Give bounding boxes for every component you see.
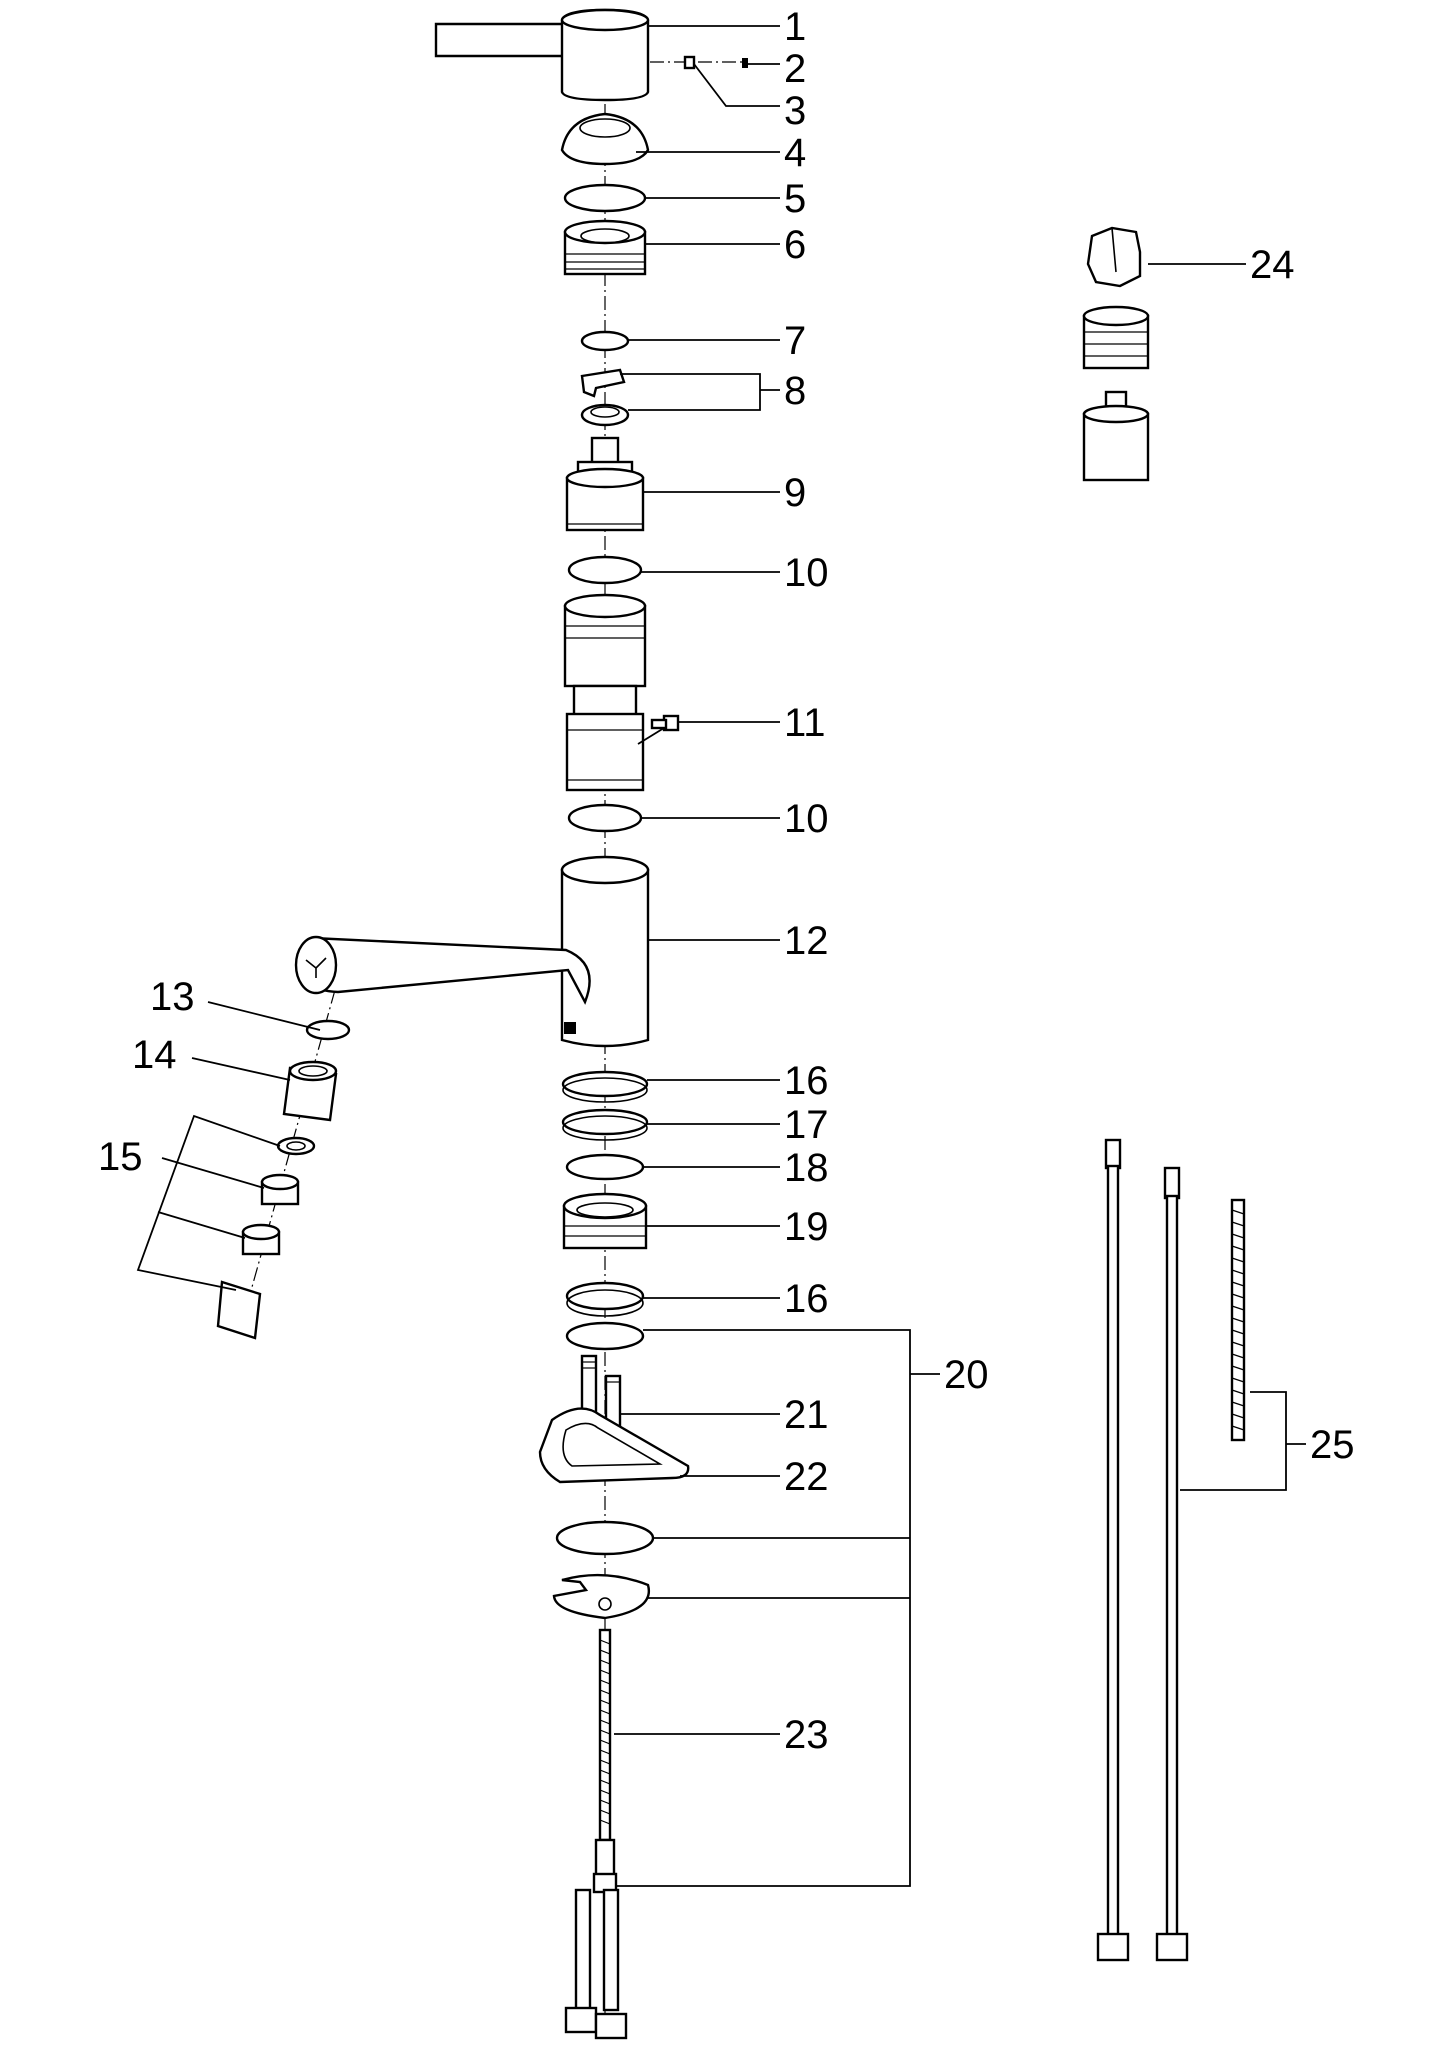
part-20-washer [555,1520,655,1556]
part-3-grub-screw [683,55,696,70]
callout-3: 3 [784,89,806,133]
callout-18: 18 [784,1146,829,1190]
callout-5: 5 [784,177,806,221]
callout-9: 9 [784,471,806,515]
part-15-aerator-set [216,1136,316,1340]
part-11-insert-body [563,593,647,792]
part-20-washer-upper [565,1321,645,1351]
part-16-ring-upper [561,1070,649,1103]
part-10-o-ring-lower [567,803,643,833]
part-16-ring-lower [565,1281,645,1317]
callout-12: 12 [784,919,829,963]
part-17-ring [561,1108,649,1141]
callout-4: 4 [784,131,806,175]
callout-21: 21 [784,1393,829,1437]
callout-17: 17 [784,1103,829,1147]
callout-7: 7 [784,319,806,363]
part-1-lever-handle [434,8,650,102]
part-4-cover-cap [560,112,650,166]
part-25-hose-set [1096,1138,1246,1962]
part-12-faucet-body [294,855,650,1048]
callout-1: 1 [784,5,806,49]
part-18-ring [565,1153,645,1181]
part-24-cartridge-detail [1082,226,1150,482]
callout-14: 14 [132,1033,177,1077]
part-19-nut [562,1192,648,1250]
leader-lines [136,25,1306,1887]
callout-15: 15 [98,1135,143,1179]
callout-22: 22 [784,1455,829,1499]
callout-10-upper: 10 [784,551,829,595]
callout-23: 23 [784,1713,829,1757]
part-8-clip-set [580,368,630,427]
callout-13: 13 [150,975,195,1019]
part-9-cartridge [565,436,645,532]
callout-2: 2 [784,47,806,91]
callout-8: 8 [784,369,806,413]
callout-labels: 1 2 3 4 5 6 7 8 9 10 11 10 12 13 14 15 1… [98,5,1355,1757]
callout-19: 19 [784,1205,829,1249]
part-7-ring [580,330,630,352]
part-14-aerator-housing [282,1060,338,1122]
part-5-o-ring [563,183,647,213]
callout-16-upper: 16 [784,1059,829,1103]
callout-11: 11 [784,701,826,745]
part-11-screw [637,714,680,745]
callout-25: 25 [1310,1423,1355,1467]
callout-24: 24 [1250,243,1295,287]
callout-6: 6 [784,223,806,267]
part-2-cap [742,58,748,68]
part-13-gasket [305,1019,351,1041]
supply-hoses-main [564,1888,628,2040]
callout-16-lower: 16 [784,1277,829,1321]
spout-axis [239,989,336,1331]
part-20-slotted-washer [552,1573,651,1620]
callout-10-lower: 10 [784,797,829,841]
part-23-threaded-rod [592,1628,618,1894]
part-6-threaded-ring [563,219,647,276]
callout-20: 20 [944,1353,989,1397]
part-10-o-ring-upper [567,555,643,585]
